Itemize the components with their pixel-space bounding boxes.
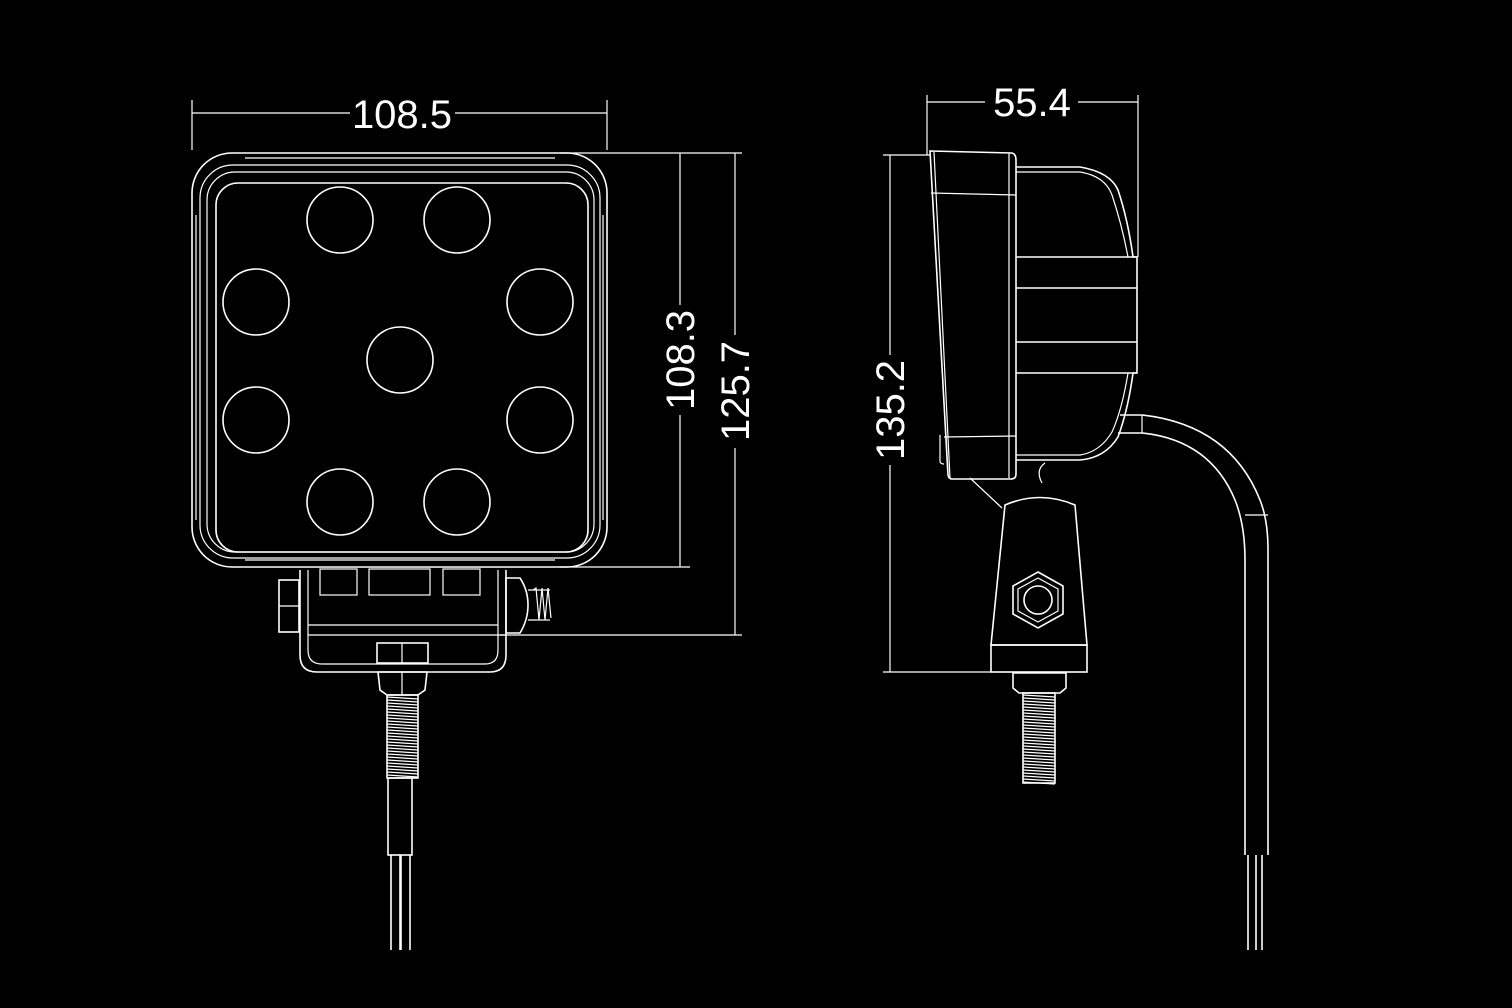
- thread-line: [1022, 754, 1056, 758]
- led-array: [222, 186, 574, 536]
- thread-line: [1022, 745, 1056, 749]
- thread-line: [1022, 766, 1056, 770]
- thread-line: [386, 753, 419, 757]
- thread-line: [1022, 760, 1056, 764]
- thread-line: [1022, 733, 1056, 737]
- dimension-depth: 55.4: [926, 81, 1139, 257]
- led-lens: [222, 268, 290, 336]
- dimension-side-height: 135.2: [869, 154, 991, 673]
- thread-line: [386, 732, 419, 736]
- thread-line: [1022, 715, 1056, 719]
- thread-line: [1022, 775, 1056, 779]
- thread-line: [1022, 727, 1056, 731]
- thread-line: [1022, 751, 1056, 755]
- thread-line: [386, 726, 419, 730]
- thread-line: [1022, 778, 1056, 782]
- front-view: 108.5 108.3 125.7: [191, 93, 758, 950]
- thread-line: [1022, 739, 1056, 743]
- dimension-width: 108.5: [191, 93, 608, 150]
- led-lens: [366, 326, 434, 394]
- thread-line: [386, 744, 419, 748]
- led-lens: [306, 468, 374, 536]
- thread-line: [386, 765, 419, 769]
- thread-line: [386, 702, 419, 706]
- thread-line: [386, 714, 419, 718]
- thread-line: [386, 723, 419, 727]
- thread-line: [386, 747, 419, 751]
- thread-line: [1022, 721, 1056, 725]
- thread-line: [1022, 736, 1056, 740]
- bezel: [929, 150, 1017, 480]
- power-cable: [1118, 414, 1269, 950]
- dimension-lens-height: 108.3: [560, 152, 742, 568]
- thread-line: [386, 756, 419, 760]
- thread-line: [386, 762, 419, 766]
- thread-line: [386, 711, 419, 715]
- thread-line: [386, 696, 419, 700]
- thread-line: [386, 750, 419, 754]
- thread-line: [386, 774, 419, 778]
- thread-line: [1022, 712, 1056, 716]
- led-lens: [306, 186, 374, 254]
- thread-line: [1022, 781, 1056, 785]
- total-height-dimension-label: 125.7: [714, 341, 758, 441]
- thread-line: [386, 738, 419, 742]
- thread-line: [386, 741, 419, 745]
- thread-line: [386, 729, 419, 733]
- dimension-total-height: 125.7: [500, 153, 758, 636]
- led-lens: [222, 386, 290, 454]
- lens-height-dimension-label: 108.3: [659, 310, 703, 410]
- thread-line: [1022, 724, 1056, 728]
- led-lens: [506, 268, 574, 336]
- housing-body: [1016, 166, 1138, 461]
- side-view: 55.4 135.2: [869, 81, 1269, 950]
- thread-line: [386, 720, 419, 724]
- thread-line: [386, 759, 419, 763]
- thread-line: [386, 771, 419, 775]
- width-dimension-label: 108.5: [352, 93, 452, 137]
- thread-line: [1022, 748, 1056, 752]
- led-lens: [423, 186, 491, 254]
- thread-line: [1022, 700, 1056, 704]
- thread-line: [1022, 694, 1056, 698]
- mounting-bracket: [278, 568, 552, 673]
- housing: [191, 152, 608, 568]
- thread-line: [1022, 763, 1056, 767]
- thread-line: [386, 705, 419, 709]
- thread-line: [386, 768, 419, 772]
- thread-line: [1022, 742, 1056, 746]
- thread: [386, 696, 419, 778]
- thread-line: [1022, 703, 1056, 707]
- thread-line: [1022, 697, 1056, 701]
- thread-line: [1022, 730, 1056, 734]
- thread-line: [1022, 709, 1056, 713]
- thread-line: [386, 699, 419, 703]
- thread-line: [386, 708, 419, 712]
- thread-line: [386, 717, 419, 721]
- thread-line: [1022, 718, 1056, 722]
- cable-gland-front: [376, 642, 429, 950]
- depth-dimension-label: 55.4: [993, 81, 1071, 125]
- thread-line: [1022, 772, 1056, 776]
- cable-gland-side: [1012, 672, 1067, 785]
- side-height-dimension-label: 135.2: [869, 360, 913, 460]
- thread-line: [1022, 706, 1056, 710]
- thread-line: [1022, 757, 1056, 761]
- led-lens: [423, 468, 491, 536]
- thread-line: [1022, 769, 1056, 773]
- thread: [1022, 694, 1056, 785]
- led-lens: [506, 386, 574, 454]
- thread-line: [386, 735, 419, 739]
- mount-bracket-side: [969, 462, 1088, 673]
